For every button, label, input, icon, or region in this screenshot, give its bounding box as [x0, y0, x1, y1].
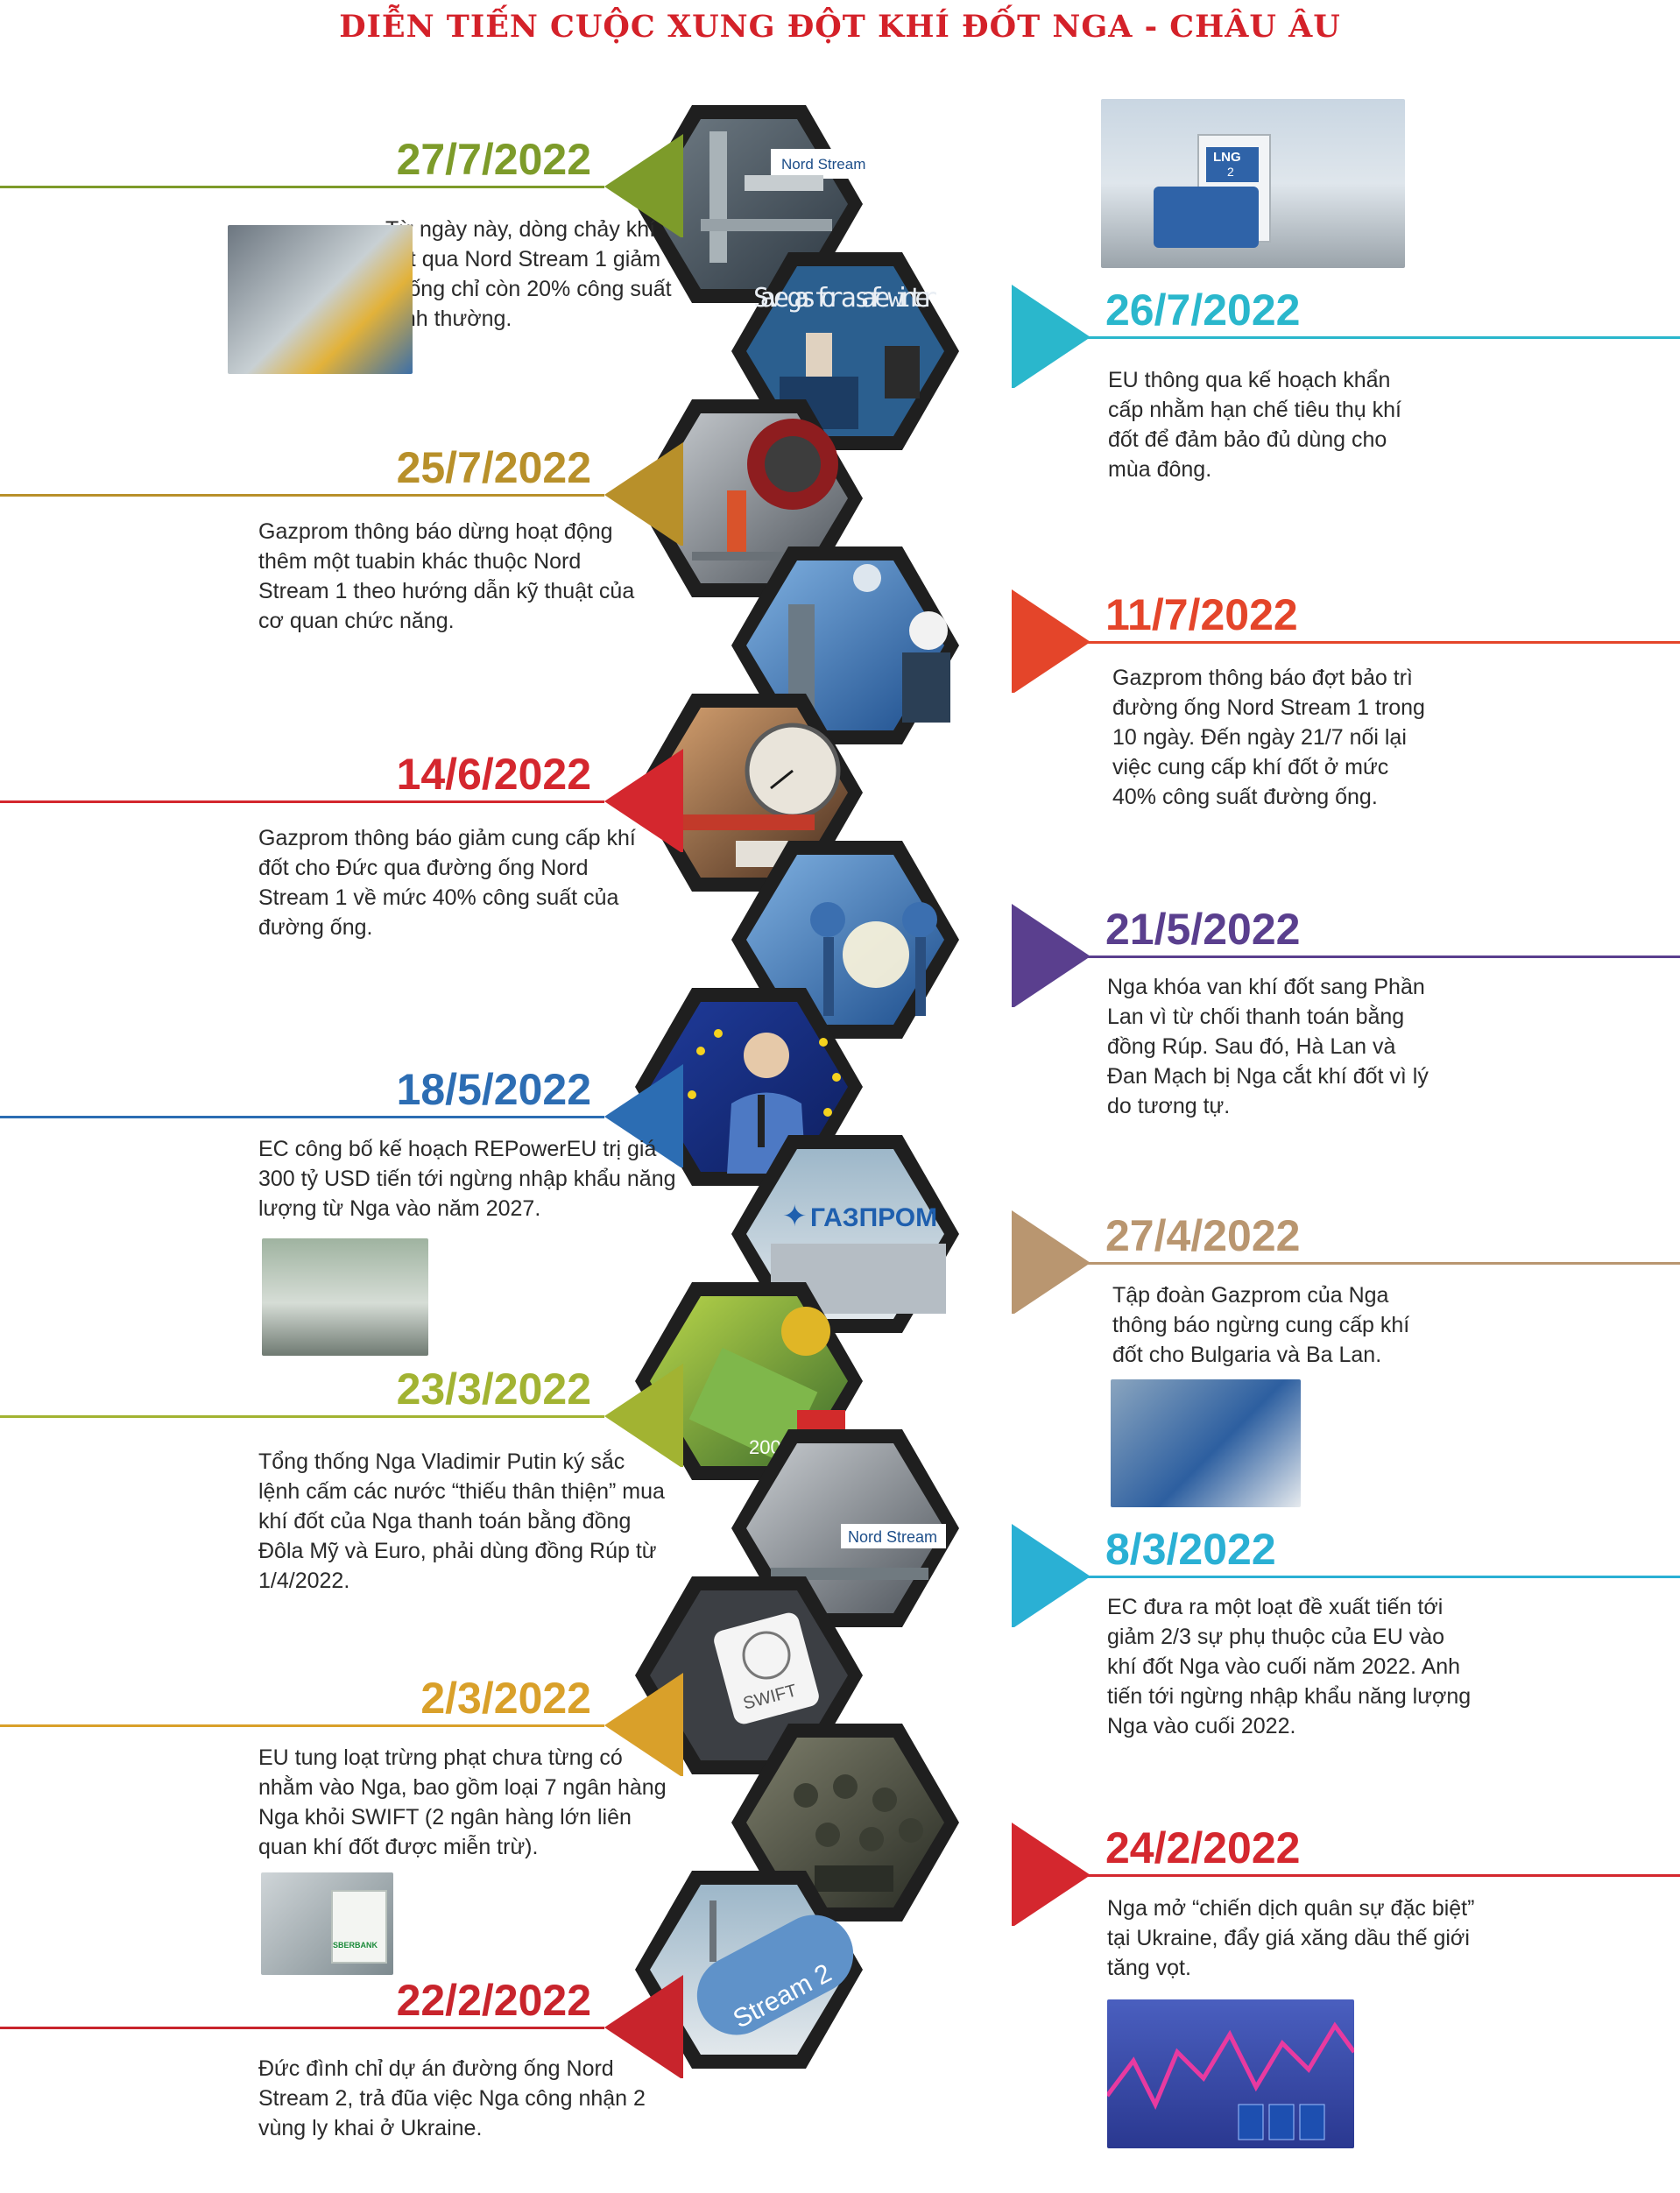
- timeline-line: [0, 800, 604, 803]
- industrial-pipes-photo: [228, 225, 413, 374]
- timeline-line: [1016, 641, 1680, 644]
- gas-worker-photo: [1111, 1379, 1301, 1507]
- lng-station-photo: LNG 2: [1101, 99, 1405, 268]
- timeline-arrow-icon: [1012, 904, 1091, 1007]
- hex-valves-worker: [731, 841, 959, 1039]
- save-gas-banner-text: Save gas for a safe winter: [753, 283, 937, 314]
- event-description: Gazprom thông báo dừng hoạt động thêm mộ…: [258, 519, 635, 633]
- event-date: 21/5/2022: [1105, 905, 1301, 954]
- event-description: Gazprom thông báo đợt bảo trì đường ống …: [1112, 666, 1425, 809]
- event-date: 23/3/2022: [396, 1364, 591, 1414]
- timeline-line: [0, 1724, 604, 1727]
- timeline-line: [0, 2027, 604, 2029]
- event-description: EU thông qua kế hoạch khẩn cấp nhằm hạn …: [1108, 368, 1401, 482]
- event-date: 24/2/2022: [1105, 1823, 1301, 1872]
- event-date: 11/7/2022: [1105, 590, 1298, 639]
- event-description: EC đưa ra một loạt đề xuất tiến tới giảm…: [1107, 1595, 1472, 1738]
- infographic-title: DIỄN TIẾN CUỘC XUNG ĐỘT KHÍ ĐỐT NGA - CH…: [339, 9, 1341, 45]
- event-date: 25/7/2022: [396, 443, 591, 492]
- timeline-arrow-icon: [604, 1975, 683, 2078]
- nord-stream-sign-text: Nord Stream: [781, 156, 865, 173]
- event-date: 27/7/2022: [396, 135, 591, 184]
- timeline-line: [0, 186, 604, 188]
- timeline-line: [1016, 955, 1680, 958]
- gazprom-logo-icon: ✦: [782, 1199, 808, 1234]
- timeline-arrow-icon: [604, 1673, 683, 1776]
- event-description: Nga mở “chiến dịch quân sự đặc biệt” tại…: [1107, 1896, 1475, 1980]
- gas-facility-photo: [262, 1238, 428, 1356]
- nord-stream-facility-sign-text: Nord Stream: [848, 1528, 937, 1546]
- timeline-line: [1016, 1874, 1680, 1877]
- event-description: EC công bố kế hoạch REPowerEU trị giá 30…: [258, 1137, 676, 1221]
- sberbank-sign-text: SBERBANK: [333, 1941, 378, 1950]
- price-chart-icon: [1107, 2021, 1354, 2140]
- event-date: 18/5/2022: [396, 1065, 591, 1114]
- timeline-arrow-icon: [604, 749, 683, 852]
- event-description: Nga khóa van khí đốt sang Phần Lan vì từ…: [1107, 975, 1429, 1118]
- timeline-arrow-icon: [604, 1364, 683, 1467]
- event-description: Tập đoàn Gazprom của Nga thông báo ngừng…: [1112, 1283, 1410, 1367]
- event-date: 27/4/2022: [1105, 1211, 1301, 1260]
- timeline-arrow-icon: [1012, 1823, 1091, 1926]
- event-description: Tổng thống Nga Vladimir Putin ký sắc lện…: [258, 1449, 665, 1593]
- event-date: 2/3/2022: [420, 1674, 591, 1723]
- timeline-line: [1016, 336, 1680, 339]
- event-description: Đức đình chỉ dự án đường ống Nord Stream…: [258, 2056, 646, 2140]
- timeline-arrow-icon: [604, 1064, 683, 1167]
- timeline-arrow-icon: [604, 442, 683, 546]
- timeline-line: [1016, 1576, 1680, 1578]
- hex-nord-stream-2: Stream 2: [635, 1871, 863, 2069]
- timeline-line: [1016, 1262, 1680, 1265]
- oil-barrels-chart-photo: [1107, 1999, 1354, 2148]
- event-description: Gazprom thông báo giảm cung cấp khí đốt …: [258, 826, 636, 940]
- event-description: EU tung loạt trừng phạt chưa từng có nhằ…: [258, 1745, 667, 1859]
- timeline-arrow-icon: [1012, 285, 1091, 388]
- sberbank-photo: SBERBANK: [261, 1872, 393, 1975]
- event-date: 26/7/2022: [1105, 286, 1301, 335]
- gazprom-sign-text: ГАЗПРОМ: [810, 1203, 937, 1232]
- timeline-arrow-icon: [604, 134, 683, 237]
- timeline-line: [0, 1415, 604, 1418]
- event-date: 8/3/2022: [1105, 1525, 1276, 1574]
- timeline-line: [0, 1116, 604, 1118]
- event-description: Từ ngày này, dòng chảy khí đốt qua Nord …: [385, 217, 672, 331]
- lng-sign-number: 2: [1227, 165, 1234, 179]
- event-date: 22/2/2022: [396, 1976, 591, 2025]
- event-date: 14/6/2022: [396, 750, 591, 799]
- timeline-arrow-icon: [1012, 1524, 1091, 1627]
- timeline-arrow-icon: [1012, 589, 1091, 693]
- timeline-line: [0, 494, 604, 497]
- lng-sign-text: LNG: [1213, 150, 1241, 165]
- timeline-arrow-icon: [1012, 1210, 1091, 1314]
